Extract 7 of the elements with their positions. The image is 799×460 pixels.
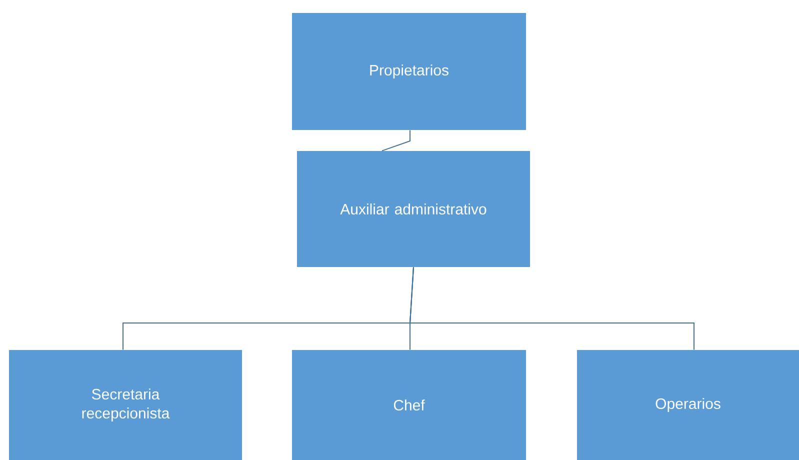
org-box: Secretaria recepcionista [9, 350, 242, 460]
org-box: Auxiliar administrativo [297, 151, 530, 267]
org-box: Chef [292, 350, 526, 460]
connector-line [382, 130, 410, 152]
connector-line [409, 266, 695, 350]
org-box: Propietarios [292, 13, 526, 130]
org-box: Operarios [577, 350, 799, 460]
